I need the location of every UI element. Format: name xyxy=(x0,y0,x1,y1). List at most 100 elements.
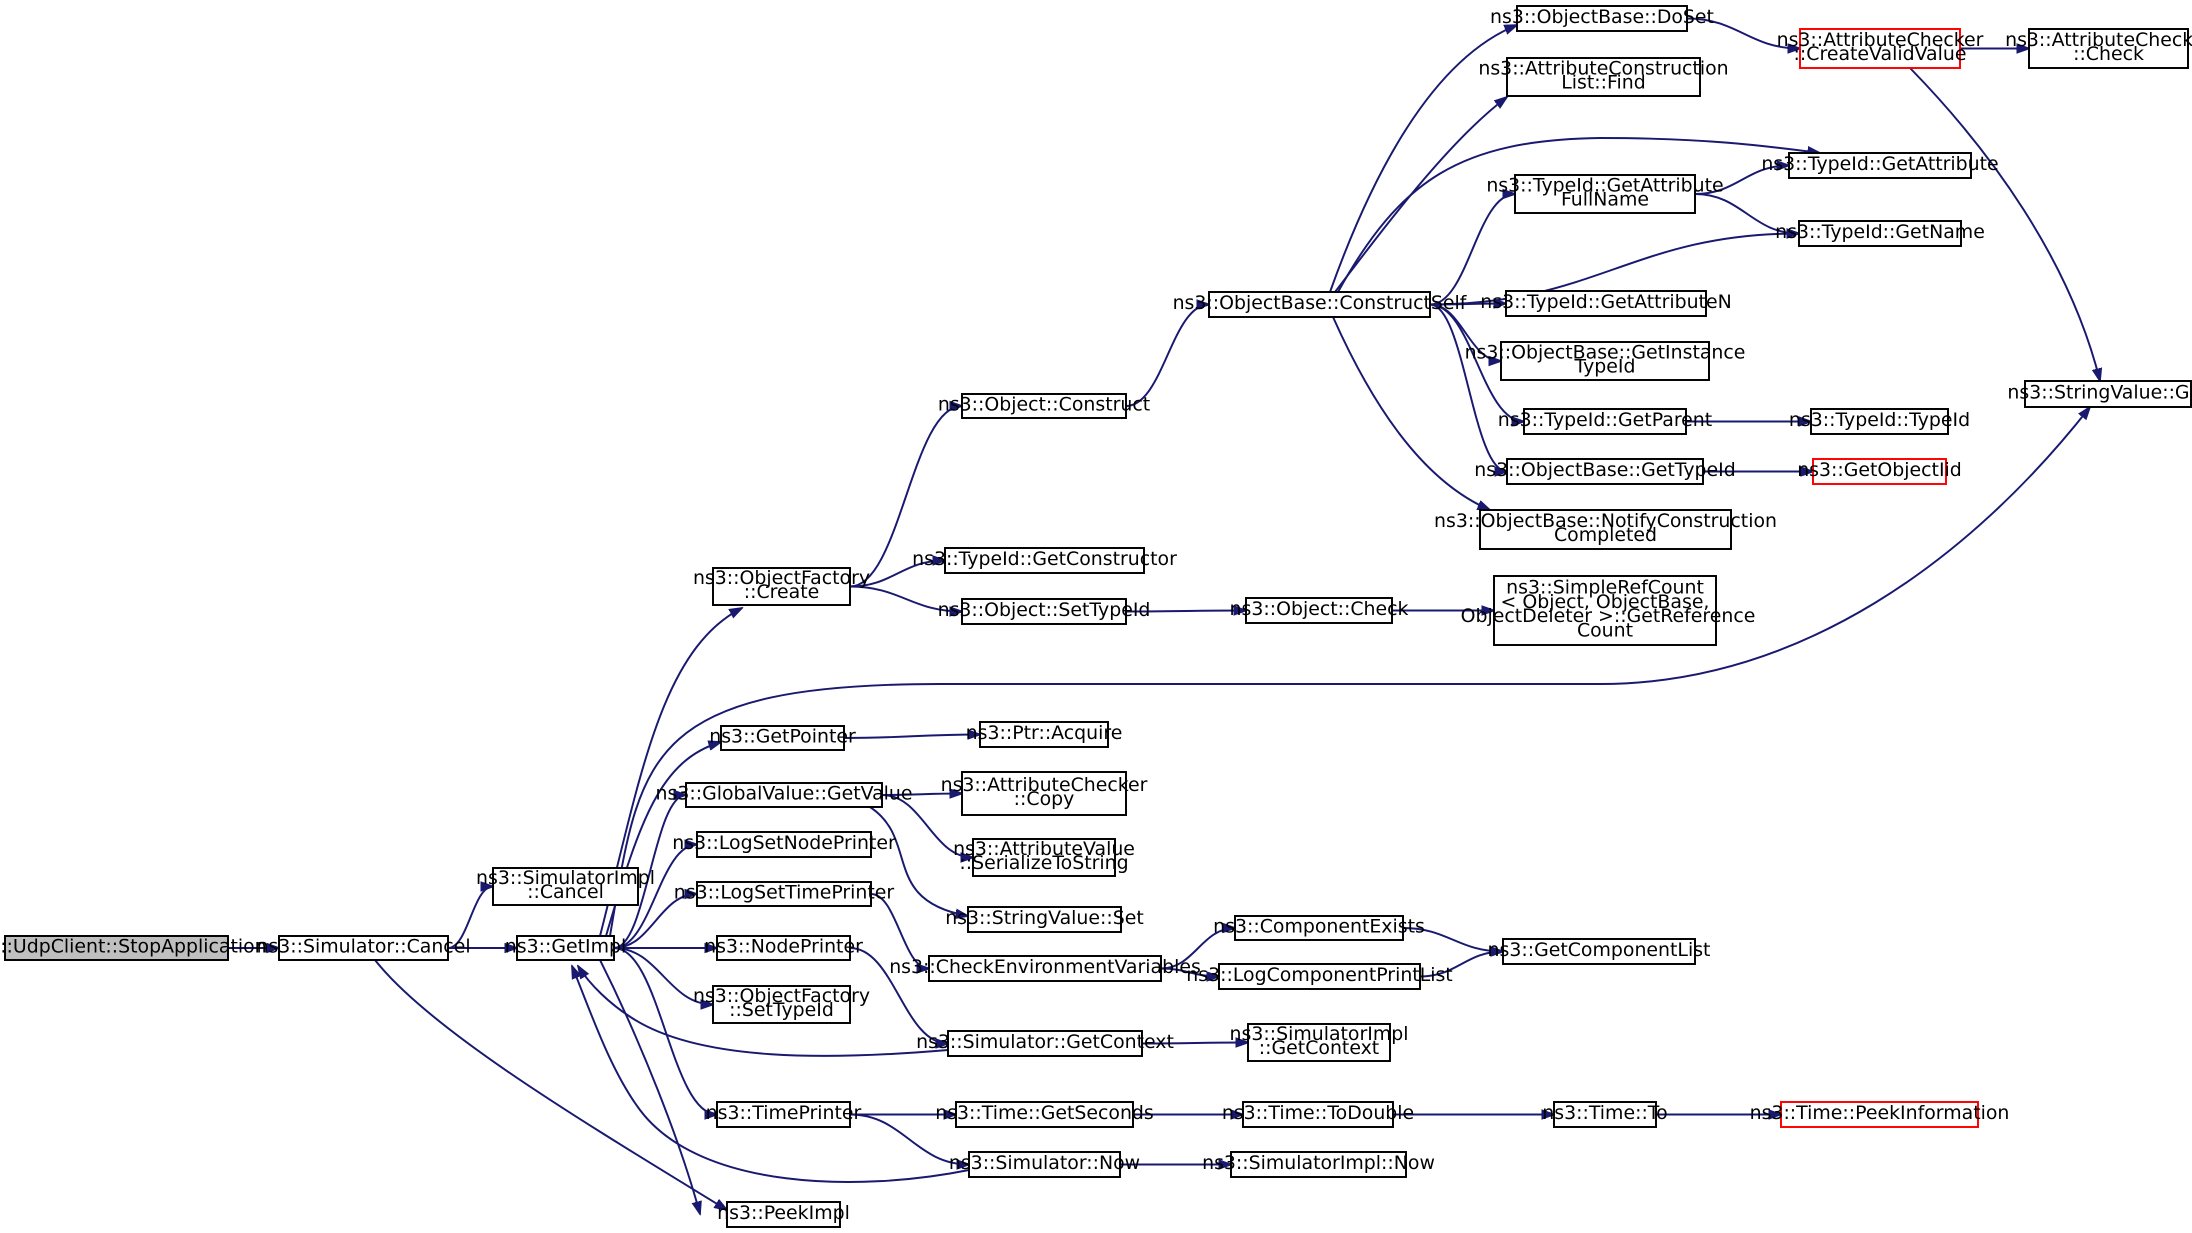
node-objbase-notifyconstruction[interactable]: ns3::ObjectBase::NotifyConstructionCompl… xyxy=(1434,509,1777,550)
node-box xyxy=(1553,1101,1657,1128)
node-label: ns3::Ptr::Acquire xyxy=(966,722,1123,744)
node-label: ns3::Time::To xyxy=(1542,1102,1667,1124)
node-object-check[interactable]: ns3::Object::Check xyxy=(1230,597,1409,624)
node-label: ns3::TypeId::GetParent xyxy=(1498,409,1712,431)
node-objbase-gettypeid[interactable]: ns3::ObjectBase::GetTypeId xyxy=(1474,458,1736,485)
edge-objfactory-create-to-typeid-getconstructor xyxy=(849,561,945,588)
node-componentexists[interactable]: ns3::ComponentExists xyxy=(1213,915,1425,941)
node-timeprinter[interactable]: ns3::TimePrinter xyxy=(706,1101,862,1128)
node-object-settypeid[interactable]: ns3::Object::SetTypeId xyxy=(938,598,1151,625)
node-objfactory-create[interactable]: ns3::ObjectFactory::Create xyxy=(693,567,870,606)
node-box xyxy=(928,955,1162,982)
node-typeid-getattributen[interactable]: ns3::TypeId::GetAttributeN xyxy=(1480,290,1732,317)
node-label: ns3::TypeId::TypeId xyxy=(1789,409,1970,431)
edge-objbase-constructself-to-typeid-getparent xyxy=(1429,303,1524,422)
node-box xyxy=(1812,458,1947,485)
node-sim-getcontext[interactable]: ns3::Simulator::GetContext xyxy=(916,1030,1174,1057)
node-box xyxy=(1788,152,1972,179)
node-typeid-getparent[interactable]: ns3::TypeId::GetParent xyxy=(1498,408,1712,435)
node-box xyxy=(955,1101,1134,1128)
node-label: ns3::ObjectBase::GetTypeId xyxy=(1474,459,1735,481)
node-label: ns3::GetObjectIid xyxy=(1797,459,1962,481)
node-attrchecker-createvalid[interactable]: ns3::AttributeChecker::CreateValidValue xyxy=(1777,28,1984,69)
node-getimpl[interactable]: ns3::GetImpl xyxy=(505,935,626,961)
node-typeid-getconstructor[interactable]: ns3::TypeId::GetConstructor xyxy=(912,547,1177,574)
node-box xyxy=(1523,408,1687,435)
edge-sim-cancel-to-peekimpl xyxy=(374,959,727,1210)
node-box xyxy=(696,881,872,907)
node-box xyxy=(1234,915,1404,941)
node-time-peekinfo[interactable]: ns3::Time::PeekInformation xyxy=(1750,1101,2010,1128)
node-box xyxy=(1516,5,1688,32)
node-time-todouble[interactable]: ns3::Time::ToDouble xyxy=(1222,1101,1414,1128)
edge-sim-now-to-getimpl xyxy=(572,966,970,1183)
edge-objbase-doset-to-attrchecker-createvalid xyxy=(1686,17,1800,48)
node-object-construct[interactable]: ns3::Object::Construct xyxy=(938,393,1150,419)
node-stringvalue-set[interactable]: ns3::StringValue::Set xyxy=(945,906,1144,933)
node-label: ns3::GetPointer xyxy=(709,726,856,748)
node-label: ns3::TypeId::GetConstructor xyxy=(912,548,1177,570)
node-udpclient-stop[interactable]: ns3::UdpClient::StopApplication xyxy=(0,935,267,961)
node-label: ns3::TypeId::GetAttribute xyxy=(1486,174,1723,196)
node-label: ns3::Time::GetSeconds xyxy=(935,1102,1154,1124)
edge-objbase-constructself-to-typeid-getname xyxy=(1430,234,1799,306)
node-getpointer[interactable]: ns3::GetPointer xyxy=(709,725,856,751)
node-label: ns3::StringValue::Get xyxy=(2007,382,2192,404)
node-objbase-doset[interactable]: ns3::ObjectBase::DoSet xyxy=(1490,5,1714,32)
node-stringvalue-get[interactable]: ns3::StringValue::Get xyxy=(2007,380,2192,408)
node-label: ns3::StringValue::Set xyxy=(945,907,1144,929)
node-box xyxy=(1506,458,1704,485)
edge-getimpl-to-gv-getvalue xyxy=(613,795,686,949)
node-time-to[interactable]: ns3::Time::To xyxy=(1542,1101,1668,1128)
edge-getpointer-to-ptr-acquire xyxy=(844,734,980,738)
node-simplerefcount[interactable]: ns3::SimpleRefCount< Object, ObjectBase,… xyxy=(1455,575,1756,646)
node-objbase-constructself[interactable]: ns3::ObjectBase::ConstructSelf xyxy=(1173,291,1468,318)
node-peekimpl[interactable]: ns3::PeekImpl xyxy=(717,1201,850,1228)
node-label: ns3::LogSetNodePrinter xyxy=(672,832,896,854)
node-gv-getvalue[interactable]: ns3::GlobalValue::GetValue xyxy=(656,782,913,808)
edge-objbase-constructself-to-typeid-getattrfullname xyxy=(1429,194,1515,306)
edge-gv-getvalue-to-attrvalue-serialize xyxy=(881,794,973,857)
node-typeid-getattribute[interactable]: ns3::TypeId::GetAttribute xyxy=(1761,152,1999,179)
node-objfactory-settypeid[interactable]: ns3::ObjectFactory::SetTypeId xyxy=(693,985,870,1024)
node-ptr-acquire[interactable]: ns3::Ptr::Acquire xyxy=(966,721,1123,748)
node-getobjectiid[interactable]: ns3::GetObjectIid xyxy=(1797,458,1962,485)
node-checkenv[interactable]: ns3::CheckEnvironmentVariables xyxy=(889,955,1201,982)
edge-objbase-constructself-to-objbase-gettypeid xyxy=(1429,303,1507,472)
node-label: ns3::TimePrinter xyxy=(706,1102,862,1124)
node-label: ns3::PeekImpl xyxy=(717,1202,850,1224)
node-simimpl-cancel[interactable]: ns3::SimulatorImpl::Cancel xyxy=(476,867,655,906)
node-box xyxy=(1493,575,1717,646)
node-sim-cancel[interactable]: ns3::Simulator::Cancel xyxy=(256,935,471,961)
node-box xyxy=(947,1030,1143,1057)
edge-sim-getcontext-to-getimpl xyxy=(578,966,949,1057)
node-label: ns3::ObjectFactory xyxy=(693,985,870,1007)
node-sim-now[interactable]: ns3::Simulator::Now xyxy=(949,1151,1140,1178)
node-box xyxy=(1506,57,1701,97)
node-getcomponentlist[interactable]: ns3::GetComponentList xyxy=(1488,938,1711,965)
node-logcompprintlist[interactable]: ns3::LogComponentPrintList xyxy=(1186,963,1453,990)
node-typeid-getname[interactable]: ns3::TypeId::GetName xyxy=(1775,220,1985,247)
node-attrchecker-check[interactable]: ns3::AttributeChecker::Check xyxy=(2005,28,2192,69)
node-logsettimeprinter[interactable]: ns3::LogSetTimePrinter xyxy=(674,881,895,907)
node-simimpl-now[interactable]: ns3::SimulatorImpl::Now xyxy=(1202,1151,1435,1178)
node-simimpl-getcontext[interactable]: ns3::SimulatorImpl::GetContext xyxy=(1230,1023,1409,1062)
node-box xyxy=(972,838,1116,877)
node-nodeprinter[interactable]: ns3::NodePrinter xyxy=(704,935,863,961)
node-time-getseconds[interactable]: ns3::Time::GetSeconds xyxy=(935,1101,1154,1128)
node-box xyxy=(961,598,1127,625)
node-attrchecker-copy[interactable]: ns3::AttributeChecker::Copy xyxy=(941,771,1148,816)
node-typeid-typeid[interactable]: ns3::TypeId::TypeId xyxy=(1789,408,1970,435)
edge-sim-getcontext-to-simimpl-getcontext xyxy=(1141,1042,1248,1043)
node-label: ns3::AttributeChecker xyxy=(1777,29,1984,51)
node-label: List::Find xyxy=(1561,72,1645,94)
node-label: Count xyxy=(1577,619,1633,641)
node-box xyxy=(720,725,845,751)
node-logsetnodeprinter[interactable]: ns3::LogSetNodePrinter xyxy=(672,831,896,858)
node-attrvalue-serialize[interactable]: ns3::AttributeValue::SerializeToString xyxy=(953,838,1135,877)
node-box xyxy=(712,985,851,1024)
node-box xyxy=(1479,509,1732,550)
